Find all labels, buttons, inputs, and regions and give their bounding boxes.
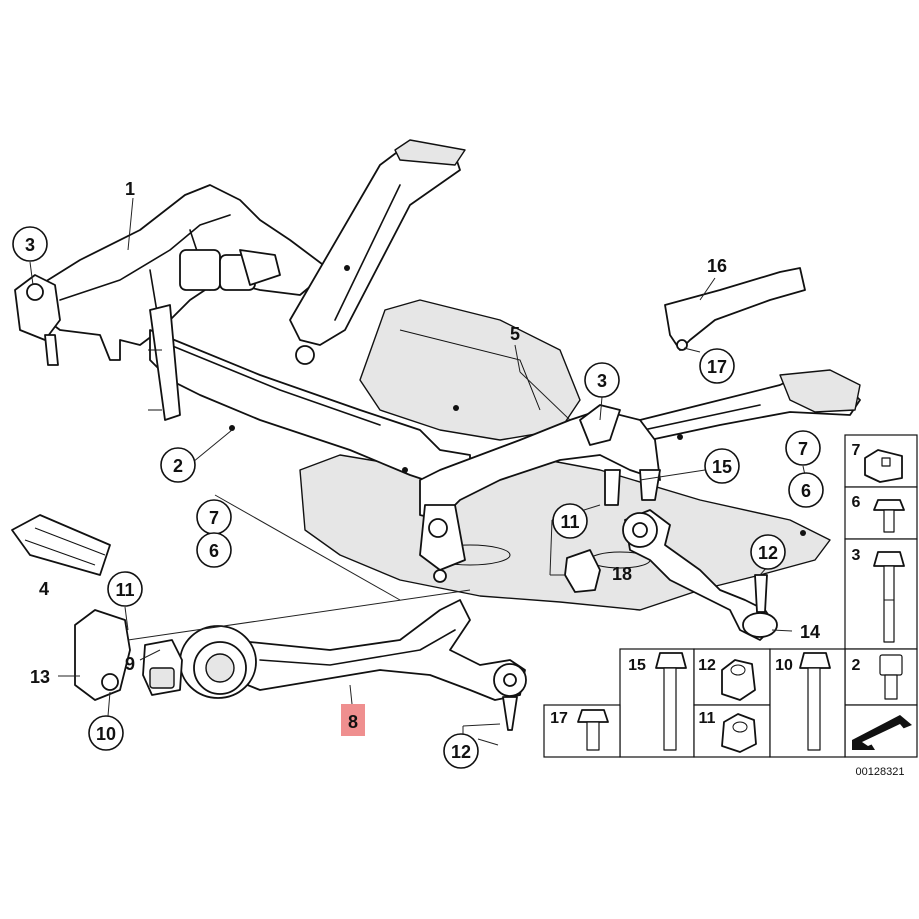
heat-shield xyxy=(664,267,806,351)
callout-18: 18 xyxy=(612,564,632,584)
hardware-cell-3: 3 xyxy=(844,538,918,650)
svg-text:11: 11 xyxy=(560,512,579,532)
hardware-cell-10: 10 xyxy=(769,648,846,758)
callout-8-highlighted: 8 xyxy=(341,704,365,736)
svg-text:9: 9 xyxy=(125,654,135,674)
svg-text:3: 3 xyxy=(852,547,861,564)
svg-text:13: 13 xyxy=(30,667,50,687)
svg-text:15: 15 xyxy=(712,457,732,477)
svg-text:17: 17 xyxy=(707,357,727,377)
svg-text:16: 16 xyxy=(707,256,727,276)
svg-text:2: 2 xyxy=(173,456,183,476)
svg-text:5: 5 xyxy=(510,324,520,344)
callout-9: 9 xyxy=(125,654,135,674)
callout-6-left: 6 xyxy=(196,532,232,568)
svg-text:6: 6 xyxy=(852,494,861,511)
callout-16: 16 xyxy=(707,256,727,276)
svg-text:17: 17 xyxy=(550,710,568,727)
callout-12-bottom: 12 xyxy=(443,733,479,769)
callout-10: 10 xyxy=(88,715,124,751)
hardware-cell-17: 17 xyxy=(543,704,621,758)
callout-1: 1 xyxy=(125,179,135,199)
callout-6-right: 6 xyxy=(788,472,824,508)
svg-text:14: 14 xyxy=(800,622,820,642)
svg-text:12: 12 xyxy=(698,657,716,674)
callout-14: 14 xyxy=(800,622,820,642)
svg-text:11: 11 xyxy=(115,580,134,600)
callout-13: 13 xyxy=(30,667,50,687)
svg-text:3: 3 xyxy=(597,371,607,391)
callout-7-right: 7 xyxy=(785,430,821,466)
hardware-table: 7 6 3 2 1 xyxy=(543,434,918,758)
tension-strut xyxy=(622,509,778,641)
svg-text:2: 2 xyxy=(852,657,861,674)
svg-text:1: 1 xyxy=(125,179,135,199)
hardware-cell-arrow xyxy=(844,704,918,758)
callout-11-left: 11 xyxy=(107,571,143,607)
callout-5: 5 xyxy=(510,324,520,344)
callout-3-right: 3 xyxy=(584,362,620,398)
callout-3-left: 3 xyxy=(12,226,48,262)
hardware-cell-12: 12 xyxy=(693,648,771,706)
hardware-cell-6: 6 xyxy=(844,486,918,540)
svg-text:7: 7 xyxy=(209,508,219,528)
hardware-cell-7: 7 xyxy=(844,434,918,488)
callout-17: 17 xyxy=(699,348,735,384)
svg-text:8: 8 xyxy=(348,712,358,732)
callout-12-right: 12 xyxy=(750,534,786,570)
svg-text:11: 11 xyxy=(699,710,716,727)
control-arm-with-bushing xyxy=(179,599,527,731)
bump-stop-pad xyxy=(11,514,111,576)
svg-text:4: 4 xyxy=(39,579,49,599)
svg-text:7: 7 xyxy=(852,442,861,459)
svg-text:10: 10 xyxy=(775,657,793,674)
callout-11-right: 11 xyxy=(552,503,588,539)
svg-text:12: 12 xyxy=(758,543,778,563)
callout-4: 4 xyxy=(39,579,49,599)
front-axle-carrier xyxy=(14,139,861,611)
svg-text:3: 3 xyxy=(25,235,35,255)
svg-text:6: 6 xyxy=(801,481,811,501)
hardware-cell-2: 2 xyxy=(844,648,918,706)
callout-2: 2 xyxy=(160,447,196,483)
svg-text:18: 18 xyxy=(612,564,632,584)
hardware-cell-15: 15 xyxy=(619,648,695,758)
diagram-number: 00128321 xyxy=(856,766,905,778)
callout-7-left: 7 xyxy=(196,499,232,535)
svg-text:15: 15 xyxy=(628,657,646,674)
svg-text:6: 6 xyxy=(209,541,219,561)
svg-text:12: 12 xyxy=(451,742,471,762)
callout-15: 15 xyxy=(704,448,740,484)
svg-text:7: 7 xyxy=(798,439,808,459)
hardware-cell-11: 11 xyxy=(693,704,771,758)
svg-text:10: 10 xyxy=(96,724,116,744)
